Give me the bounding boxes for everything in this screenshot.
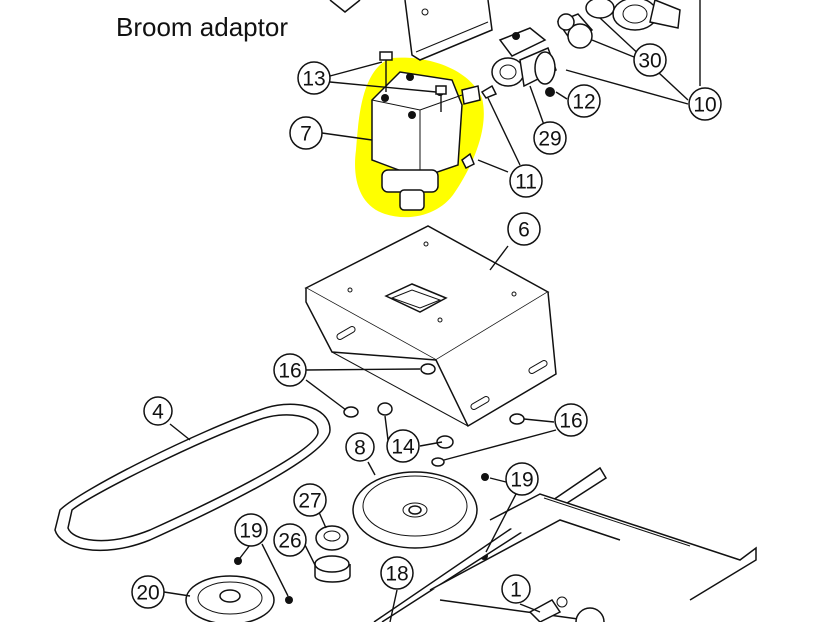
callout-6: 6: [507, 212, 541, 246]
callout-label: 16: [278, 360, 301, 383]
leader-lines: [163, 0, 701, 622]
callout-18: 18: [380, 556, 414, 590]
callout-19-right: 19: [505, 462, 539, 496]
callout-label: 29: [538, 128, 561, 151]
yoke-assembly: [491, 0, 681, 97]
callout-label: 26: [278, 530, 301, 553]
callout-8: 8: [345, 432, 375, 462]
callout-27: 27: [293, 483, 327, 517]
callout-4: 4: [143, 396, 173, 426]
key-11a: [480, 84, 498, 99]
bearing-27: [315, 525, 349, 551]
callout-label: 7: [300, 123, 312, 146]
pulley-8: [352, 471, 478, 549]
callout-7: 7: [289, 116, 323, 150]
callout-label: 12: [572, 91, 595, 114]
top-bracket: [329, 0, 493, 61]
callout-30: 30: [633, 43, 667, 77]
mounting-plate: [304, 225, 557, 428]
callout-label: 11: [515, 171, 537, 194]
callout-11: 11: [509, 164, 543, 198]
callout-12: 12: [567, 84, 601, 118]
pulley-20: [185, 575, 275, 622]
callout-label: 19: [239, 520, 262, 543]
callout-label: 4: [152, 401, 164, 424]
callout-partial: [575, 607, 605, 622]
callout-label: 8: [354, 437, 366, 460]
callout-26: 26: [273, 523, 307, 557]
callout-19-left: 19: [234, 513, 268, 547]
callout-label: 6: [518, 219, 530, 242]
callout-label: 20: [136, 582, 159, 605]
callout-label: 27: [298, 490, 321, 513]
callout-label: 13: [302, 68, 325, 91]
callout-label: 14: [391, 436, 415, 459]
callout-1: 1: [501, 574, 531, 604]
callout-label: 18: [385, 563, 408, 586]
key-11b: [461, 152, 475, 170]
callout-13: 13: [297, 61, 331, 95]
callout-10: 10: [688, 87, 722, 121]
callout-label: 19: [510, 469, 533, 492]
diagram-title: Broom adaptor: [116, 12, 288, 42]
callout-label: 10: [693, 94, 716, 117]
callout-label: 30: [638, 50, 661, 73]
callouts: 13 7 11 29 30 12 10 6: [131, 43, 722, 622]
bushing-26: [314, 555, 351, 583]
callout-16-top: 16: [273, 353, 307, 387]
callout-14: 14: [386, 429, 420, 463]
callout-29: 29: [533, 121, 567, 155]
callout-label: 1: [510, 579, 522, 602]
callout-label: 16: [559, 410, 582, 433]
callout-16-right: 16: [554, 403, 588, 437]
callout-20: 20: [131, 575, 165, 609]
belt: [54, 403, 331, 552]
